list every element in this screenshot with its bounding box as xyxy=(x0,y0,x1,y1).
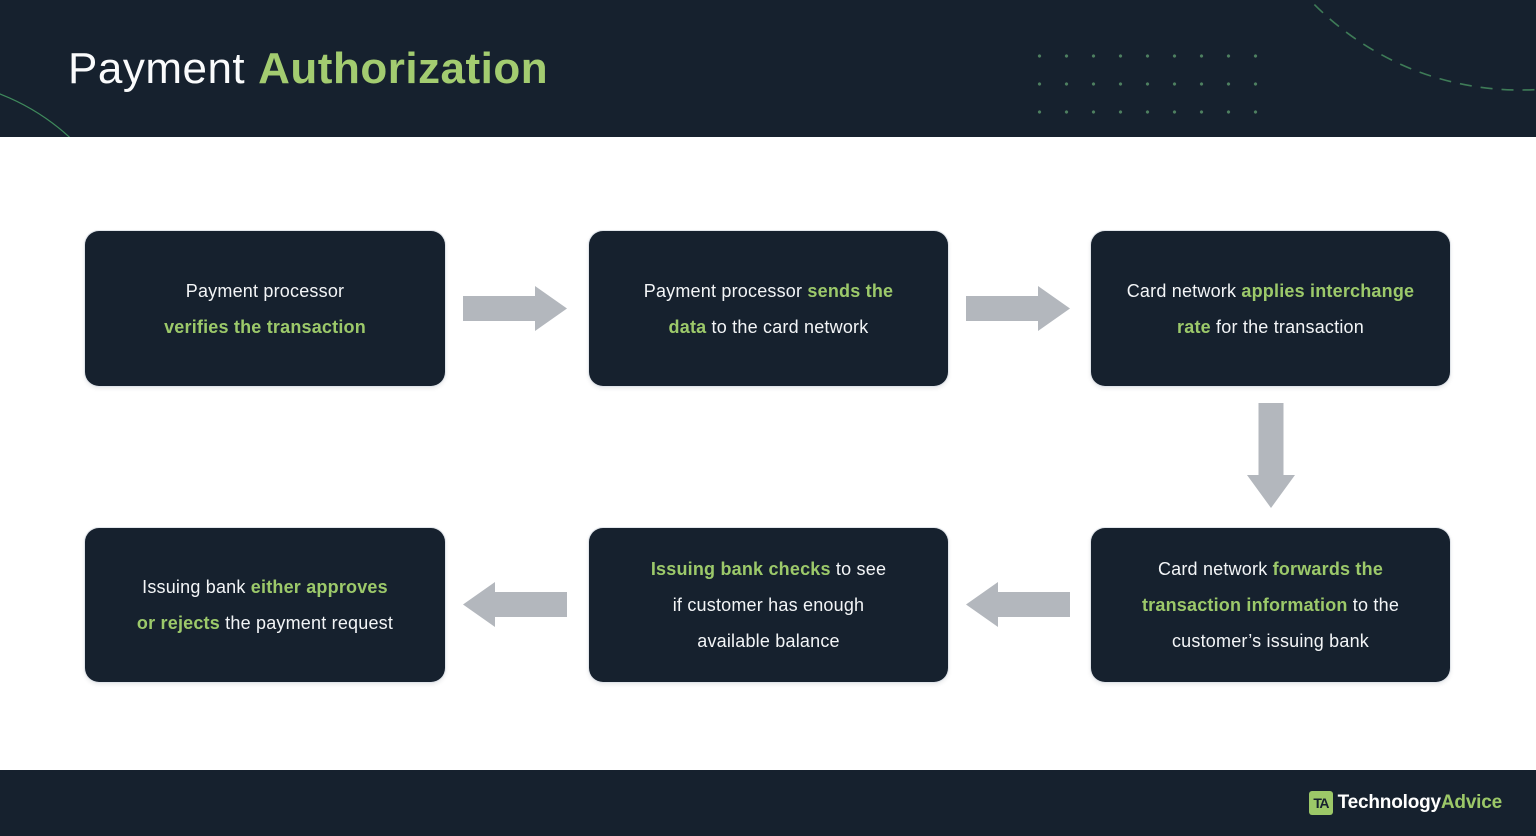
step-box-1-payment-processor-verifies: Payment processor verifies the transactio… xyxy=(85,231,445,386)
step-text-line: rate for the transaction xyxy=(1177,316,1364,337)
dot-grid-decoration xyxy=(1026,42,1270,127)
arrow-left-icon-1 xyxy=(966,582,1070,627)
step-box-6-bank-approves-or-rejects: Issuing bank either approves or rejects t… xyxy=(85,528,445,682)
title-text: Payment xyxy=(68,43,246,93)
step-box-2-processor-sends-data: Payment processor sends the data to the c… xyxy=(589,231,948,386)
step-box-5-bank-checks-balance: Issuing bank checks to see if customer ha… xyxy=(589,528,948,682)
step-text-line: if customer has enough xyxy=(672,595,865,615)
page-title: Payment Authorization xyxy=(68,0,548,137)
brand-name-advice: Advice xyxy=(1440,792,1502,813)
arrow-left-icon-2 xyxy=(463,582,567,627)
step-text-line: Issuing bank either approves xyxy=(142,577,388,597)
step-text-line: Payment processor sends the xyxy=(643,280,894,301)
header: Payment Authorization xyxy=(0,0,1536,137)
step-text-line: Payment processor xyxy=(185,280,345,301)
technologyadvice-monogram-icon: TA xyxy=(1308,791,1333,815)
step-text-line: transaction information to the xyxy=(1141,595,1400,615)
step-text-line: customer’s issuing bank xyxy=(1171,631,1370,651)
title-accent-text: Authorization xyxy=(258,43,549,93)
step-text-line: Card network applies interchange xyxy=(1126,280,1415,301)
arrow-right-icon-1 xyxy=(463,286,567,331)
footer: TA TechnologyAdvice xyxy=(0,770,1536,836)
arrow-down-icon xyxy=(1247,403,1295,508)
arrow-right-icon-2 xyxy=(966,286,1070,331)
step-text-line: data to the card network xyxy=(668,316,869,337)
step-box-3-card-network-interchange: Card network applies interchange rate for… xyxy=(1091,231,1450,386)
brand-name-technology: Technology xyxy=(1337,792,1441,813)
technologyadvice-logo: TA TechnologyAdvice xyxy=(1308,770,1503,836)
step-text-line: Issuing bank checks to see xyxy=(650,559,887,579)
step-box-4-network-forwards-info: Card network forwards the transaction inf… xyxy=(1091,528,1450,682)
brand-name: TechnologyAdvice xyxy=(1337,792,1503,814)
step-text-line: or rejects the payment request xyxy=(136,613,394,633)
dashed-circle-decoration xyxy=(1308,0,1536,91)
step-text-line: available balance xyxy=(697,631,840,651)
step-text-line: Card network forwards the xyxy=(1157,559,1384,579)
step-text-line: verifies the transaction xyxy=(164,316,366,337)
